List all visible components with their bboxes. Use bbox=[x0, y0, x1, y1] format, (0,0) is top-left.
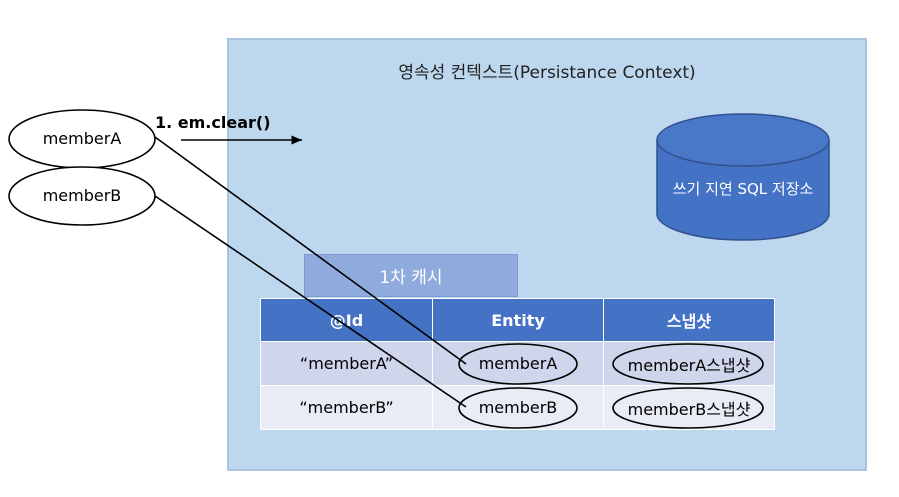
connector-line-memberB bbox=[154, 195, 467, 408]
snapshot-circle-memberB bbox=[612, 387, 764, 429]
first-level-cache-label: 1차 캐시 bbox=[304, 254, 518, 297]
persistence-context-title: 영속성 컨텍스트(Persistance Context) bbox=[398, 63, 696, 83]
cell-entity: memberA bbox=[432, 341, 604, 386]
column-header-snapshot: 스냅샷 bbox=[603, 298, 775, 342]
cell-id: “memberA” bbox=[260, 341, 433, 386]
entity-circle-memberA bbox=[458, 343, 578, 385]
column-header-entity: Entity bbox=[432, 298, 604, 342]
cell-entity: memberB bbox=[432, 385, 604, 430]
table-row: “memberA” memberA memberA스냅샷 bbox=[260, 341, 775, 386]
write-delay-sql-store-label: 쓰기 지연 SQL 저장소 bbox=[672, 180, 814, 198]
first-level-cache-table: @Id Entity 스냅샷 “memberA” memberA memberA… bbox=[260, 298, 775, 430]
cell-id: “memberB” bbox=[260, 385, 433, 430]
detached-entity-oval-memberB bbox=[8, 166, 156, 226]
write-delay-sql-store-cylinder bbox=[656, 113, 830, 241]
entity-circle-memberB bbox=[458, 387, 578, 429]
detached-entity-label-memberB: memberB bbox=[43, 186, 122, 205]
table-header-row: @Id Entity 스냅샷 bbox=[260, 298, 775, 342]
table-row: “memberB” memberB memberB스냅샷 bbox=[260, 385, 775, 430]
connector-line-memberA bbox=[154, 136, 467, 365]
snapshot-circle-memberA bbox=[612, 343, 764, 385]
em-clear-label: 1. em.clear() bbox=[155, 113, 271, 132]
cell-snapshot: memberB스냅샷 bbox=[603, 385, 775, 430]
detached-entity-label-memberA: memberA bbox=[43, 129, 122, 148]
